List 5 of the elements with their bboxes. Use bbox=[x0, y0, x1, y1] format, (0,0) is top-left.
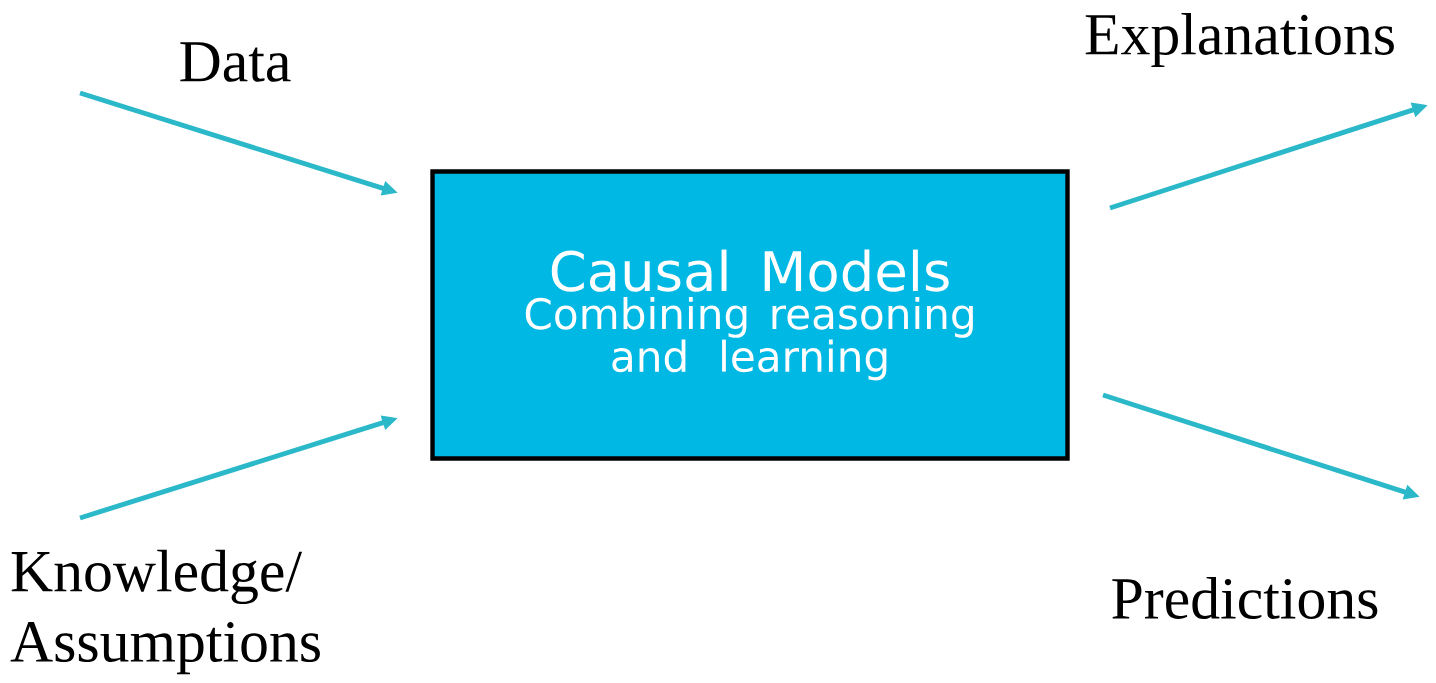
text-label: Knowledge/ Assumptions bbox=[10, 549, 320, 675]
text-label: Explanations bbox=[1085, 12, 1394, 68]
text-label: Predictions bbox=[1112, 577, 1378, 619]
process-box: Causal Models Combining reasoning and learning bbox=[430, 169, 1070, 461]
text-label: Data bbox=[180, 42, 291, 82]
